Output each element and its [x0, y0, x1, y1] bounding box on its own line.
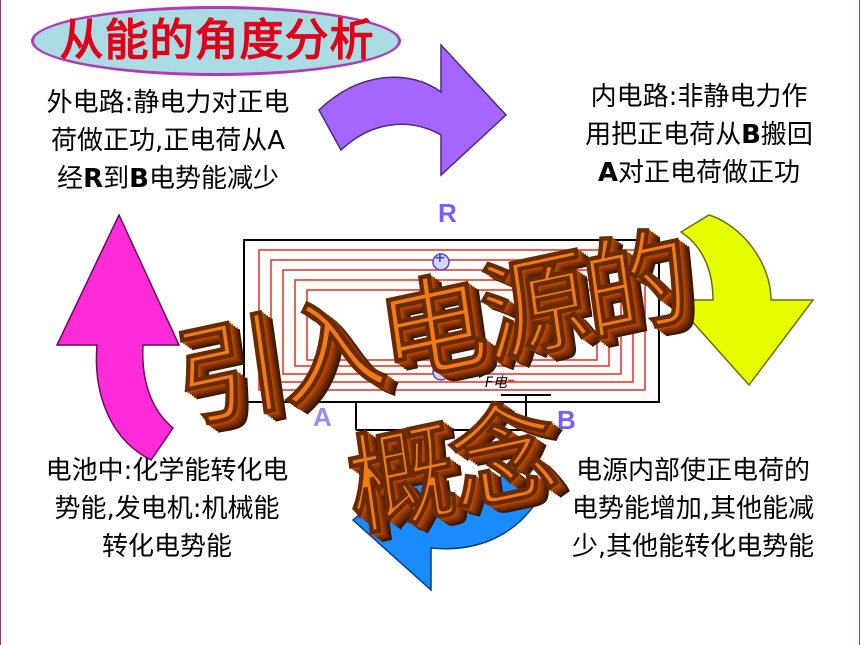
- text-line: A对正电荷做正功: [597, 158, 801, 188]
- arrow-purple-icon: [318, 43, 508, 177]
- text-line: 少,其他能转化电势能: [571, 532, 815, 562]
- text-battery: 电池中:化学能转化电 势能,发电机:机械能 转化电势能: [7, 452, 327, 566]
- minus-sign: -: [507, 368, 516, 392]
- text-line: 电势能增加,其他能减: [571, 494, 815, 524]
- circuit-diagram: [243, 239, 660, 431]
- text-line: 用把正电荷从B搬回: [585, 120, 813, 150]
- arrow-blue-icon: [351, 453, 540, 592]
- text-external-circuit: 外电路:静电力对正电 荷做正功,正电荷从A 经R到B电势能减少: [9, 84, 327, 198]
- text-line: 内电路:非静电力作: [590, 82, 808, 112]
- minus-sign-bottom: -: [507, 408, 516, 432]
- text-power-source: 电源内部使正电荷的 电势能增加,其他能减 少,其他能转化电势能: [533, 452, 853, 566]
- arrow-magenta-icon: [55, 213, 181, 461]
- force-label: F电: [485, 375, 508, 391]
- text-internal-circuit: 内电路:非静电力作 用把正电荷从B搬回 A对正电荷做正功: [549, 78, 849, 192]
- text-line: 转化电势能: [101, 532, 232, 562]
- charge-plus-top: +: [434, 250, 446, 266]
- text-line: 外电路:静电力对正电: [46, 88, 290, 118]
- charge-plus-bottom: +: [434, 360, 446, 376]
- text-line: 电源内部使正电荷的: [575, 456, 810, 486]
- label-r: R: [438, 198, 457, 228]
- text-line: 势能,发电机:机械能: [54, 494, 280, 524]
- page-title: 从能的角度分析: [59, 15, 375, 66]
- title-oval: [31, 6, 401, 76]
- label-a: A: [313, 402, 332, 432]
- label-b: B: [557, 405, 576, 435]
- text-line: 电池中:化学能转化电: [45, 456, 289, 486]
- text-line: 荷做正功,正电荷从A: [50, 126, 286, 156]
- arrow-yellow-icon: [671, 214, 815, 387]
- text-line: 经R到B电势能减少: [57, 164, 279, 194]
